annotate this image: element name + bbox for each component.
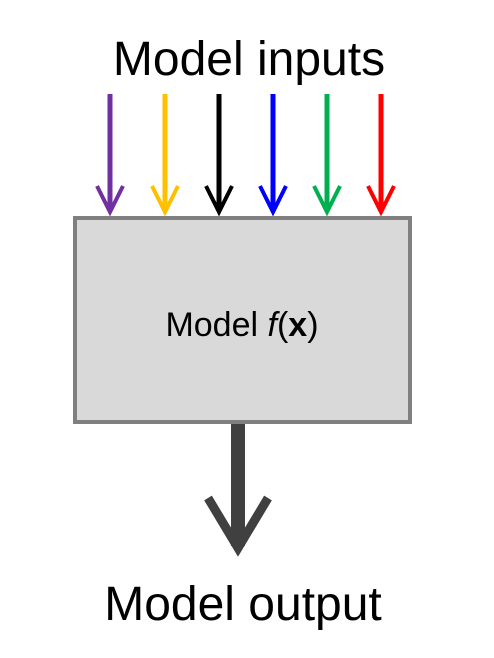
input-arrow-head: [150, 185, 180, 217]
input-arrow-head: [258, 185, 288, 217]
input-arrow-1: [95, 94, 125, 217]
output-arrow: [204, 424, 272, 557]
input-arrow-5: [312, 94, 342, 217]
input-arrow-head: [312, 185, 342, 217]
model-box: [73, 216, 412, 424]
input-arrow-head: [366, 185, 396, 217]
input-arrow-2: [150, 94, 180, 217]
input-arrow-6: [366, 94, 396, 217]
input-arrow-3: [204, 94, 234, 217]
output-arrow-head: [204, 495, 272, 557]
model-label: Model f(x): [165, 306, 318, 344]
model-label-close: ): [307, 306, 318, 344]
model-label-open: (: [277, 306, 289, 344]
model-label-var: x: [288, 306, 307, 344]
input-arrow-4: [258, 94, 288, 217]
model-label-prefix: Model: [165, 306, 267, 344]
input-arrow-head: [204, 185, 234, 217]
output-label: Model output: [104, 578, 382, 631]
input-arrow-head: [95, 185, 125, 217]
input-arrows: [95, 94, 396, 217]
inputs-label: Model inputs: [113, 33, 385, 86]
